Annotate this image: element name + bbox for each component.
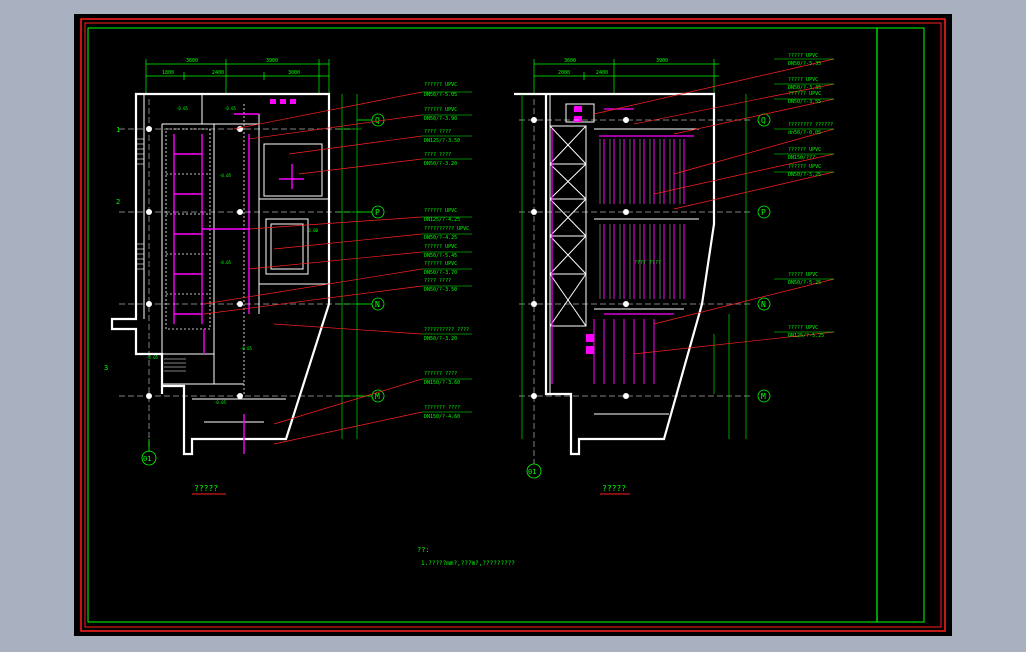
right-center-note: ???? ???? xyxy=(634,260,661,266)
right-dim-3: 2000 xyxy=(558,70,570,76)
right-dim-1: 3600 xyxy=(564,58,576,64)
left-callout-10b: DN50/?-3.20 xyxy=(424,336,457,342)
left-callout-6a: ?????????? UPVC xyxy=(424,226,469,232)
drawing-sheet: 3600 3900 1800 2400 3000 xyxy=(74,14,952,636)
inner-frame-green xyxy=(87,27,925,623)
right-callout-8a: ????? UPVC xyxy=(788,325,818,331)
right-callout-7b: DN50/?-5.25 xyxy=(788,280,821,286)
left-callout-8a: ?????? UPVC xyxy=(424,261,457,267)
right-callout-5b: DN150/??? xyxy=(788,155,815,161)
left-callout-1a: ?????? UPVC xyxy=(424,82,457,88)
right-callout-8b: DN125/?-5.25 xyxy=(788,333,824,339)
left-callout-11a: ?????? ???? xyxy=(424,371,457,377)
left-callout-8b: DN50/?-3.70 xyxy=(424,270,457,276)
right-axis-m: M xyxy=(761,392,766,401)
right-callout-4b: dn50/?-0.05 xyxy=(788,130,821,136)
left-callout-2a: ?????? UPVC xyxy=(424,107,457,113)
left-callout-9b: DN50/?-3.50 xyxy=(424,287,457,293)
left-dim-4: 2400 xyxy=(212,70,224,76)
right-plan: 3600 3900 2000 2400 xyxy=(514,53,835,495)
left-side-2: 2 xyxy=(116,198,120,206)
right-callout-6a: ?????? UPVC xyxy=(788,164,821,170)
left-side-1: 1 xyxy=(116,126,120,134)
left-axis-p: P xyxy=(375,208,380,217)
left-callout-4b: DN50/?-3.20 xyxy=(424,161,457,167)
left-level-2: -0.05 xyxy=(224,106,237,111)
left-level-7: -0.05 xyxy=(146,355,159,360)
right-axis-q: Q xyxy=(761,116,766,125)
left-axis-n: N xyxy=(375,300,380,309)
outer-frame-red xyxy=(80,18,946,632)
notes-heading: ??: xyxy=(417,546,430,554)
right-axis-01: 01 xyxy=(528,468,536,476)
left-callout-6b: DN50/?-4.25 xyxy=(424,235,457,241)
left-side-3: 3 xyxy=(104,364,108,372)
left-callout-4a: ???? ???? xyxy=(424,152,451,158)
left-level-3: -0.05 xyxy=(219,173,232,178)
right-callout-1a: ????? UPVC xyxy=(788,53,818,59)
right-dim-2: 3900 xyxy=(656,58,668,64)
left-callout-3a: ???? ???? xyxy=(424,129,451,135)
right-axis-p: P xyxy=(761,208,766,217)
right-callout-3a: ?????? UPVC xyxy=(788,91,821,97)
left-level-5: -0.05 xyxy=(219,260,232,265)
left-callout-5a: ?????? UPVC xyxy=(424,208,457,214)
left-plan-title: ????? xyxy=(194,484,218,493)
left-axis-01: 01 xyxy=(143,455,151,463)
left-dim-5: 3000 xyxy=(288,70,300,76)
notes-line-1: 1.?????mm?,???m?,????????? xyxy=(421,560,515,567)
right-callout-2b: DN50/?-3.35 xyxy=(788,85,821,91)
left-level-8: -0.05 xyxy=(214,400,227,405)
right-callout-3b: DN50/?-3.55 xyxy=(788,99,821,105)
left-level-4: -3.00 xyxy=(306,228,319,233)
left-callout-3b: DN125/?-3.50 xyxy=(424,138,460,144)
inner-frame-red xyxy=(84,22,942,628)
right-callout-7a: ????? UPVC xyxy=(788,272,818,278)
left-callout-7b: DN50/?-5.45 xyxy=(424,253,457,259)
left-callout-12a: ??????? ???? xyxy=(424,405,460,411)
right-callout-4a: ???????? ?????? xyxy=(788,122,833,128)
right-axis-n: N xyxy=(761,300,766,309)
left-callout-1b: DN50/?-5.05 xyxy=(424,92,457,98)
right-callout-2a: ????? UPVC xyxy=(788,77,818,83)
left-callout-5b: DN125/?-4.25 xyxy=(424,217,460,223)
left-plan: 3600 3900 1800 2400 3000 xyxy=(104,58,472,495)
right-plan-title: ????? xyxy=(602,484,626,493)
left-dim-1: 3600 xyxy=(186,58,198,64)
left-callout-9a: ???? ???? xyxy=(424,278,451,284)
left-dim-2: 3900 xyxy=(266,58,278,64)
left-callout-10a: ?????????? ???? xyxy=(424,327,469,333)
right-dim-4: 2400 xyxy=(596,70,608,76)
left-level-6: -0.05 xyxy=(240,346,253,351)
cad-drawing: 3600 3900 1800 2400 3000 xyxy=(80,18,946,632)
right-callout-1b: DN50/?-5.35 xyxy=(788,61,821,67)
left-callout-11b: DN150/?-3.60 xyxy=(424,380,460,386)
left-callout-2b: DN50/?-3.90 xyxy=(424,116,457,122)
left-level-1: -0.05 xyxy=(176,106,189,111)
right-callout-5a: ?????? UPVC xyxy=(788,147,821,153)
left-callout-12b: DN150/?-4.60 xyxy=(424,414,460,420)
left-axis-m: M xyxy=(375,392,380,401)
left-dim-3: 1800 xyxy=(162,70,174,76)
right-callout-6b: DN50/?-5.25 xyxy=(788,172,821,178)
left-callout-7a: ?????? UPVC xyxy=(424,244,457,250)
left-axis-q: Q xyxy=(375,116,380,125)
